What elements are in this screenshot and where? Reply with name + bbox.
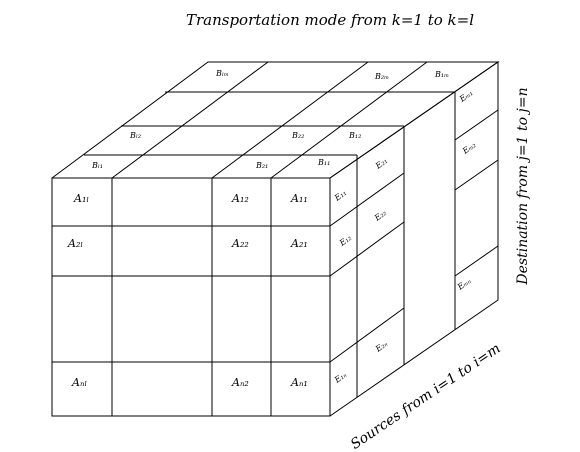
front-face [51,177,331,417]
label-a2l: A₂ₗ [67,237,83,250]
label-b1m: B₁ₘ [434,70,449,79]
label-anl: Aₙₗ [71,376,87,389]
label-b21: B₂₁ [255,161,268,170]
label-an2: Aₙ₂ [231,376,249,389]
label-e21: E₂₁ [373,156,389,171]
label-bl1: Bₗ₁ [91,161,103,170]
label-e11: E₁₁ [332,188,348,203]
label-b12: B₁₂ [348,131,361,140]
label-e1n: E₁ₙ [332,370,348,385]
sources-axis-label: Sources from i=1 to i=m [348,341,504,452]
label-b11: B₁₁ [317,158,330,167]
title: Transportation mode from k=1 to k=l [186,11,474,29]
label-e12: E₁₂ [337,233,353,248]
label-em1: Eₘ₁ [457,88,474,104]
label-em2: Eₘ₂ [460,140,477,156]
label-a1l: A₁ₗ [73,192,89,205]
label-an1: Aₙ₁ [290,376,308,389]
destination-axis-label: Destination from j=1 to j=n [515,87,531,285]
side-face [329,61,499,417]
label-a11: A₁₁ [290,192,308,205]
label-blm: Bₗₘ [215,69,229,78]
label-b22: B₂₂ [291,131,304,140]
label-e22: E₂₂ [372,208,388,223]
top-face [51,61,500,179]
label-bl2: Bₗ₂ [129,131,141,140]
label-emn: Eₘₙ [455,276,472,292]
label-b2m: B₂ₘ [374,72,389,81]
label-e2n: E₂ₙ [373,339,389,354]
label-a12: A₁₂ [231,192,249,205]
label-a21: A₂₁ [290,237,308,250]
label-a22: A₂₂ [231,237,249,250]
